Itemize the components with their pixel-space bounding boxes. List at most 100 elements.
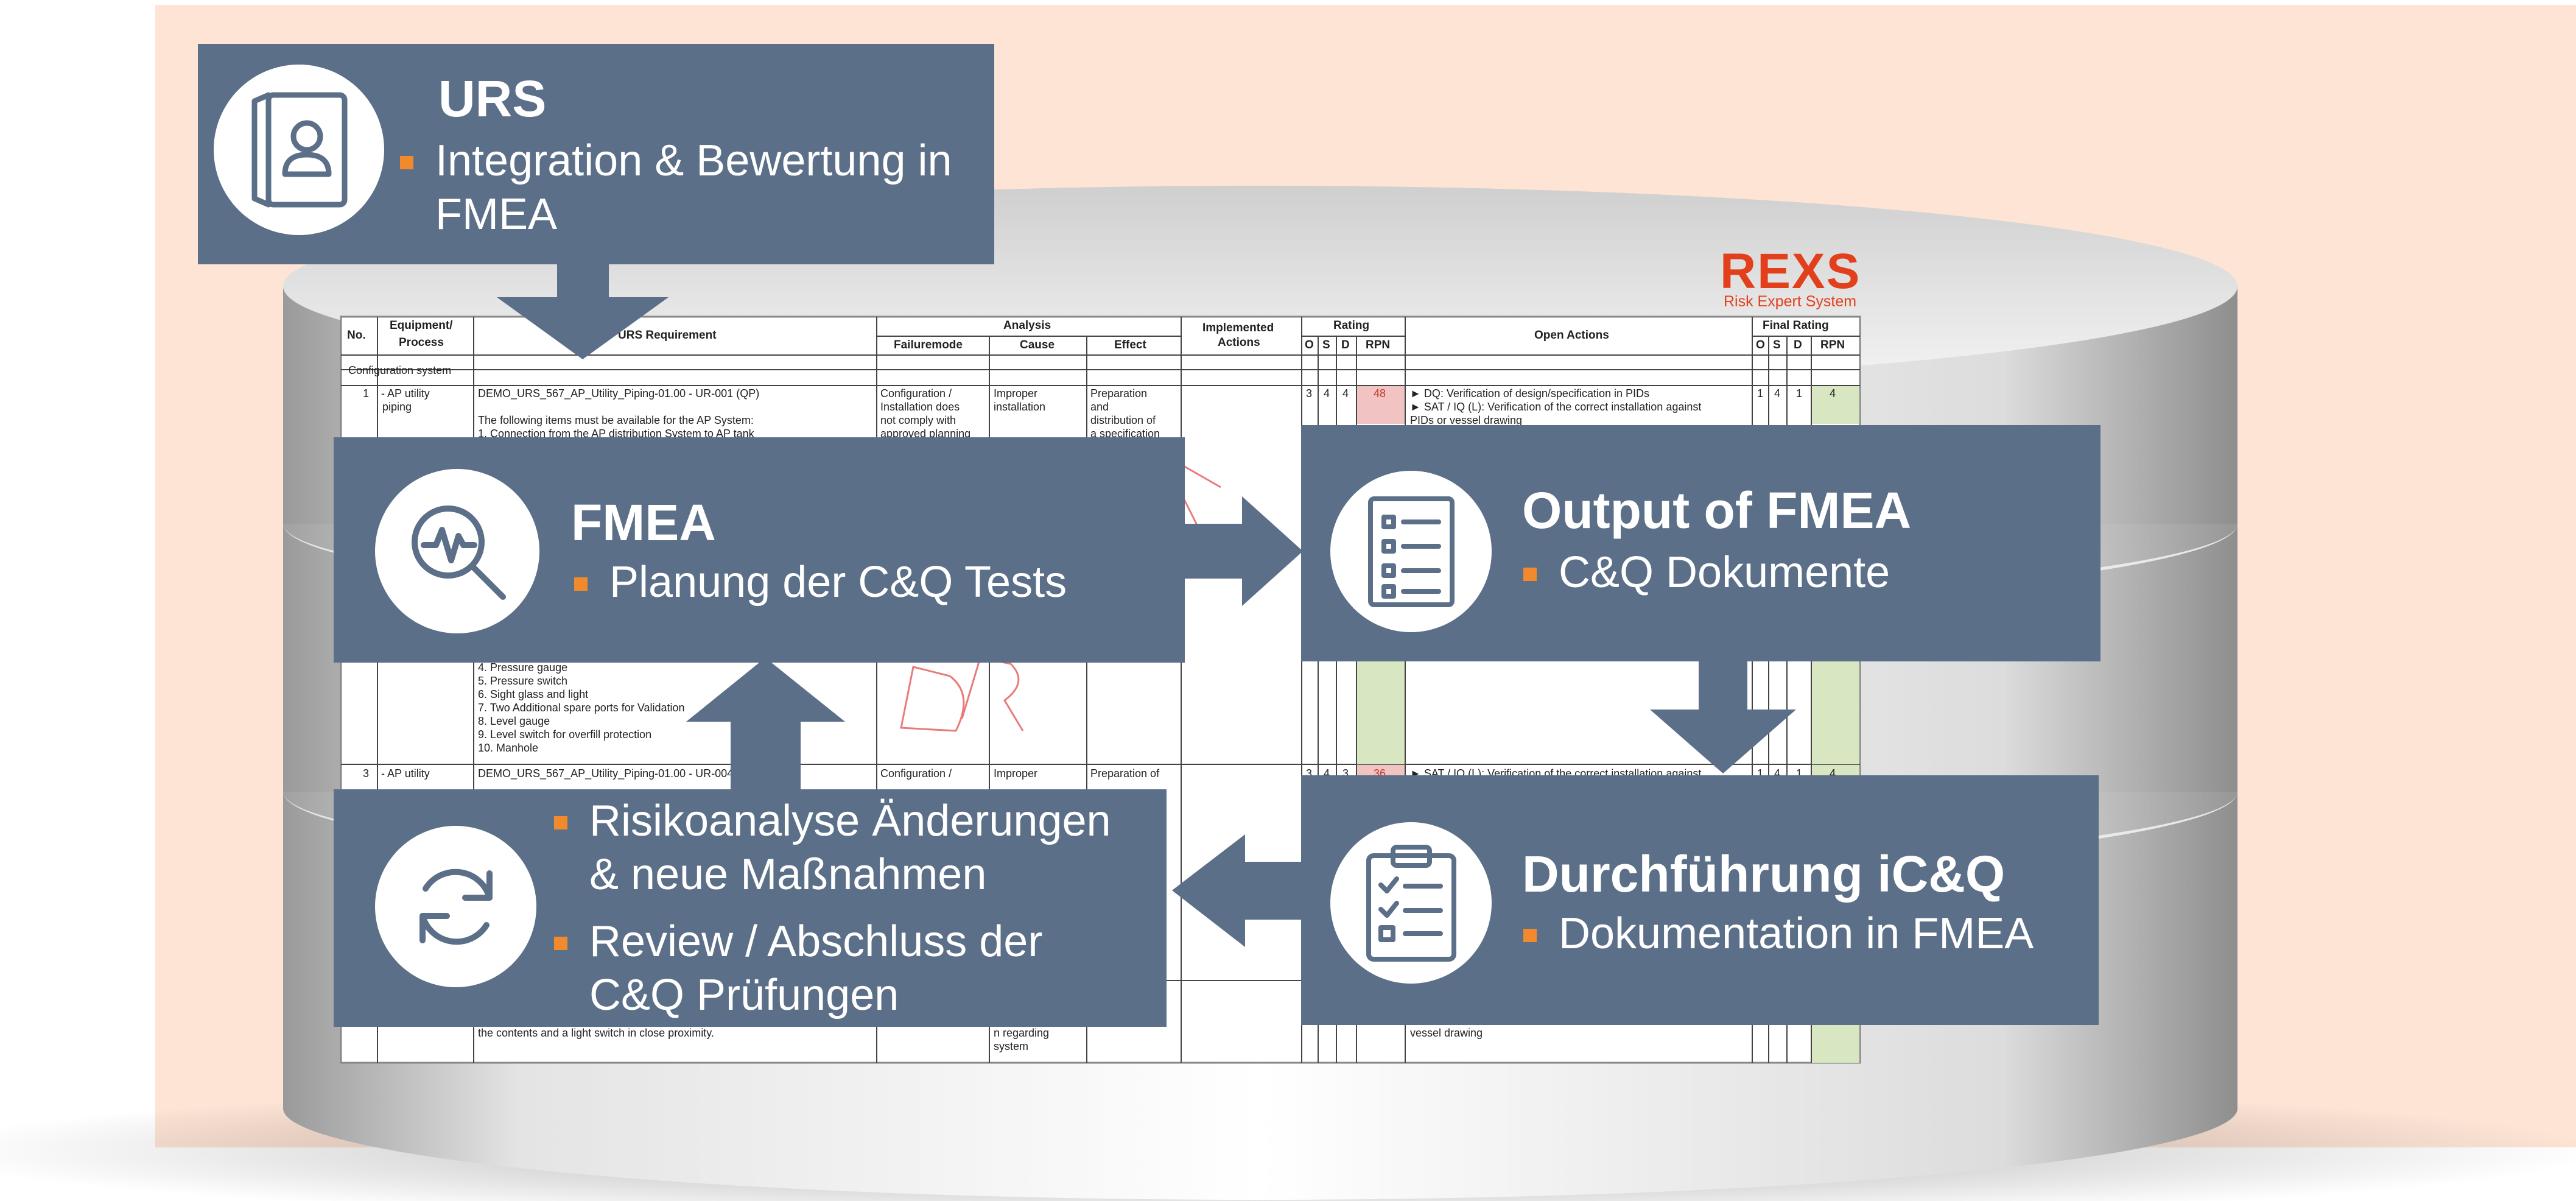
row1-o: 3 [1306, 387, 1313, 400]
output-bullet-line-1: C&Q Dokumente [1559, 548, 1890, 597]
row3-final-d: 1 [1796, 767, 1803, 780]
rexs-logo-name: REXS [1720, 244, 1861, 299]
row1-equipment-2: piping [382, 401, 412, 413]
list-item-7: 7. Two Additional spare ports for Valida… [478, 702, 685, 714]
magnifier-pulse-icon [412, 505, 506, 600]
output-bullet: C&Q Dokumente [1523, 546, 1890, 599]
row3-equipment: - AP utility [381, 767, 430, 780]
row1-s: 4 [1324, 387, 1330, 400]
bottom-cause-1: n regarding [994, 1027, 1050, 1039]
arrow-output-to-durchfuehrung [1650, 661, 1796, 773]
review-bullet-1: Risikoanalyse Änderungen & neue Maßnahme… [554, 794, 1111, 901]
table-header-effect: Effect [1114, 339, 1146, 351]
table-header-o: O [1305, 339, 1314, 351]
row1-effect-3: distribution of [1090, 414, 1156, 426]
book-user-icon [251, 92, 348, 208]
durchfuehrung-bullet: Dokumentation in FMEA [1523, 907, 2034, 960]
clipboard-checklist-icon [1366, 844, 1456, 962]
row1-final-d: 1 [1796, 387, 1803, 400]
row1-urs-4: 1. Connection from the AP distribution S… [478, 428, 754, 440]
row1-effect-2: and [1090, 401, 1109, 413]
row1-failure-3: not comply with [880, 414, 956, 426]
table-header-open-actions: Open Actions [1534, 329, 1609, 342]
list-item-5: 5. Pressure switch [478, 675, 568, 687]
table-header-final-rating: Final Rating [1763, 319, 1829, 332]
row1-rpn: 48 [1374, 387, 1386, 400]
row3-no: 3 [363, 767, 370, 780]
urs-title: URS [438, 70, 547, 127]
fmea-bullet-line-1: Planung der C&Q Tests [609, 558, 1067, 607]
row1-urs-3: The following items must be available fo… [478, 414, 754, 426]
fmea-box: FMEA Planung der C&Q Tests [334, 437, 1185, 663]
checklist-document-icon [1367, 496, 1455, 607]
row3-urs: DEMO_URS_567_AP_Utility_Piping-01.00 - U… [478, 767, 760, 780]
bottom-cause-2: system [994, 1040, 1029, 1052]
urs-box: URS Integration & Bewertung in FMEA [198, 44, 994, 264]
row1-effect-4: a specification [1090, 428, 1160, 440]
urs-bullet-line-2: FMEA [435, 190, 558, 239]
table-header-analysis: Analysis [1003, 319, 1051, 332]
row1-final-o: 1 [1757, 387, 1764, 400]
row1-d: 4 [1342, 387, 1349, 400]
list-item-4: 4. Pressure gauge [478, 661, 568, 674]
bullet-square [1523, 929, 1537, 942]
fmea-icon-circle [375, 469, 539, 633]
row3-final-rpn: 4 [1830, 767, 1836, 780]
urs-bullet-line-1: Integration & Bewertung in [435, 136, 952, 185]
table-header-final-d: D [1794, 339, 1802, 351]
row1-failure-1: Configuration / [880, 387, 952, 400]
table-section-label: Configuration system [348, 364, 452, 376]
row1-equipment-1: - AP utility [381, 387, 430, 400]
durchfuehrung-bullet-line-1: Dokumentation in FMEA [1559, 909, 2034, 958]
table-header-urs: URS Requirement [618, 329, 717, 342]
table-header-rating: Rating [1333, 319, 1370, 332]
urs-icon-circle [214, 65, 384, 235]
table-header-failuremode: Failuremode [894, 339, 963, 351]
row1-open-2: ► SAT / IQ (L): Verification of the corr… [1410, 401, 1702, 413]
table-header-final-s: S [1773, 339, 1781, 351]
row3-failure: Configuration / [880, 767, 952, 780]
row3-o: 3 [1306, 767, 1313, 780]
row3-d: 3 [1342, 767, 1349, 780]
row1-open-1: ► DQ: Verification of design/specificati… [1410, 387, 1649, 400]
table-header-implemented-1: Implemented [1202, 322, 1274, 334]
list-item-6: 6. Sight glass and light [478, 688, 589, 700]
table-header-cause: Cause [1020, 339, 1055, 351]
table-header-s: S [1322, 339, 1330, 351]
fmea-title: FMEA [571, 494, 716, 551]
row1-final-rpn: 4 [1830, 387, 1836, 400]
table-header-final-rpn: RPN [1820, 339, 1845, 351]
table-header-final-o: O [1756, 339, 1765, 351]
arrow-fmea-to-output [1184, 496, 1303, 606]
bullet-square [554, 816, 567, 829]
bullet-square [1523, 568, 1537, 581]
row1-cause-2: installation [994, 401, 1046, 413]
review-bullet-1-line-2: & neue Maßnahmen [589, 850, 987, 899]
table-header-equipment-1: Equipment/ [390, 319, 453, 332]
bullet-square [574, 577, 588, 591]
durchfuehrung-icon-circle [1330, 822, 1492, 984]
output-title: Output of FMEA [1522, 482, 1912, 539]
review-bullet-1-line-1: Risikoanalyse Änderungen [589, 797, 1111, 845]
row3-cause: Improper [994, 767, 1038, 780]
bullet-square [554, 937, 567, 950]
bullet-square [400, 156, 413, 169]
table-header-d: D [1341, 339, 1350, 351]
row1-cause-1: Improper [994, 387, 1038, 400]
review-icon-circle [375, 826, 536, 987]
bottom-open: vessel drawing [1410, 1027, 1483, 1039]
row1-failure-2: Installation does [880, 401, 960, 413]
review-bullet-2-line-2: C&Q Prüfungen [589, 971, 899, 1020]
bottom-urs: the contents and a light switch in close… [478, 1027, 714, 1039]
list-item-10: 10. Manhole [478, 742, 539, 754]
urs-bullet: Integration & Bewertung in FMEA [400, 134, 952, 241]
row1-no: 1 [363, 387, 370, 400]
rexs-logo-tagline: Risk Expert System [1724, 293, 1857, 310]
arrow-urs-to-table [497, 262, 669, 359]
rexs-logo: REXS Risk Expert System [1720, 244, 1863, 311]
row1-final-s: 4 [1774, 387, 1781, 400]
list-item-9: 9. Level switch for overfill protection [478, 728, 652, 741]
row1-open-3: PIDs or vessel drawing [1410, 414, 1523, 426]
